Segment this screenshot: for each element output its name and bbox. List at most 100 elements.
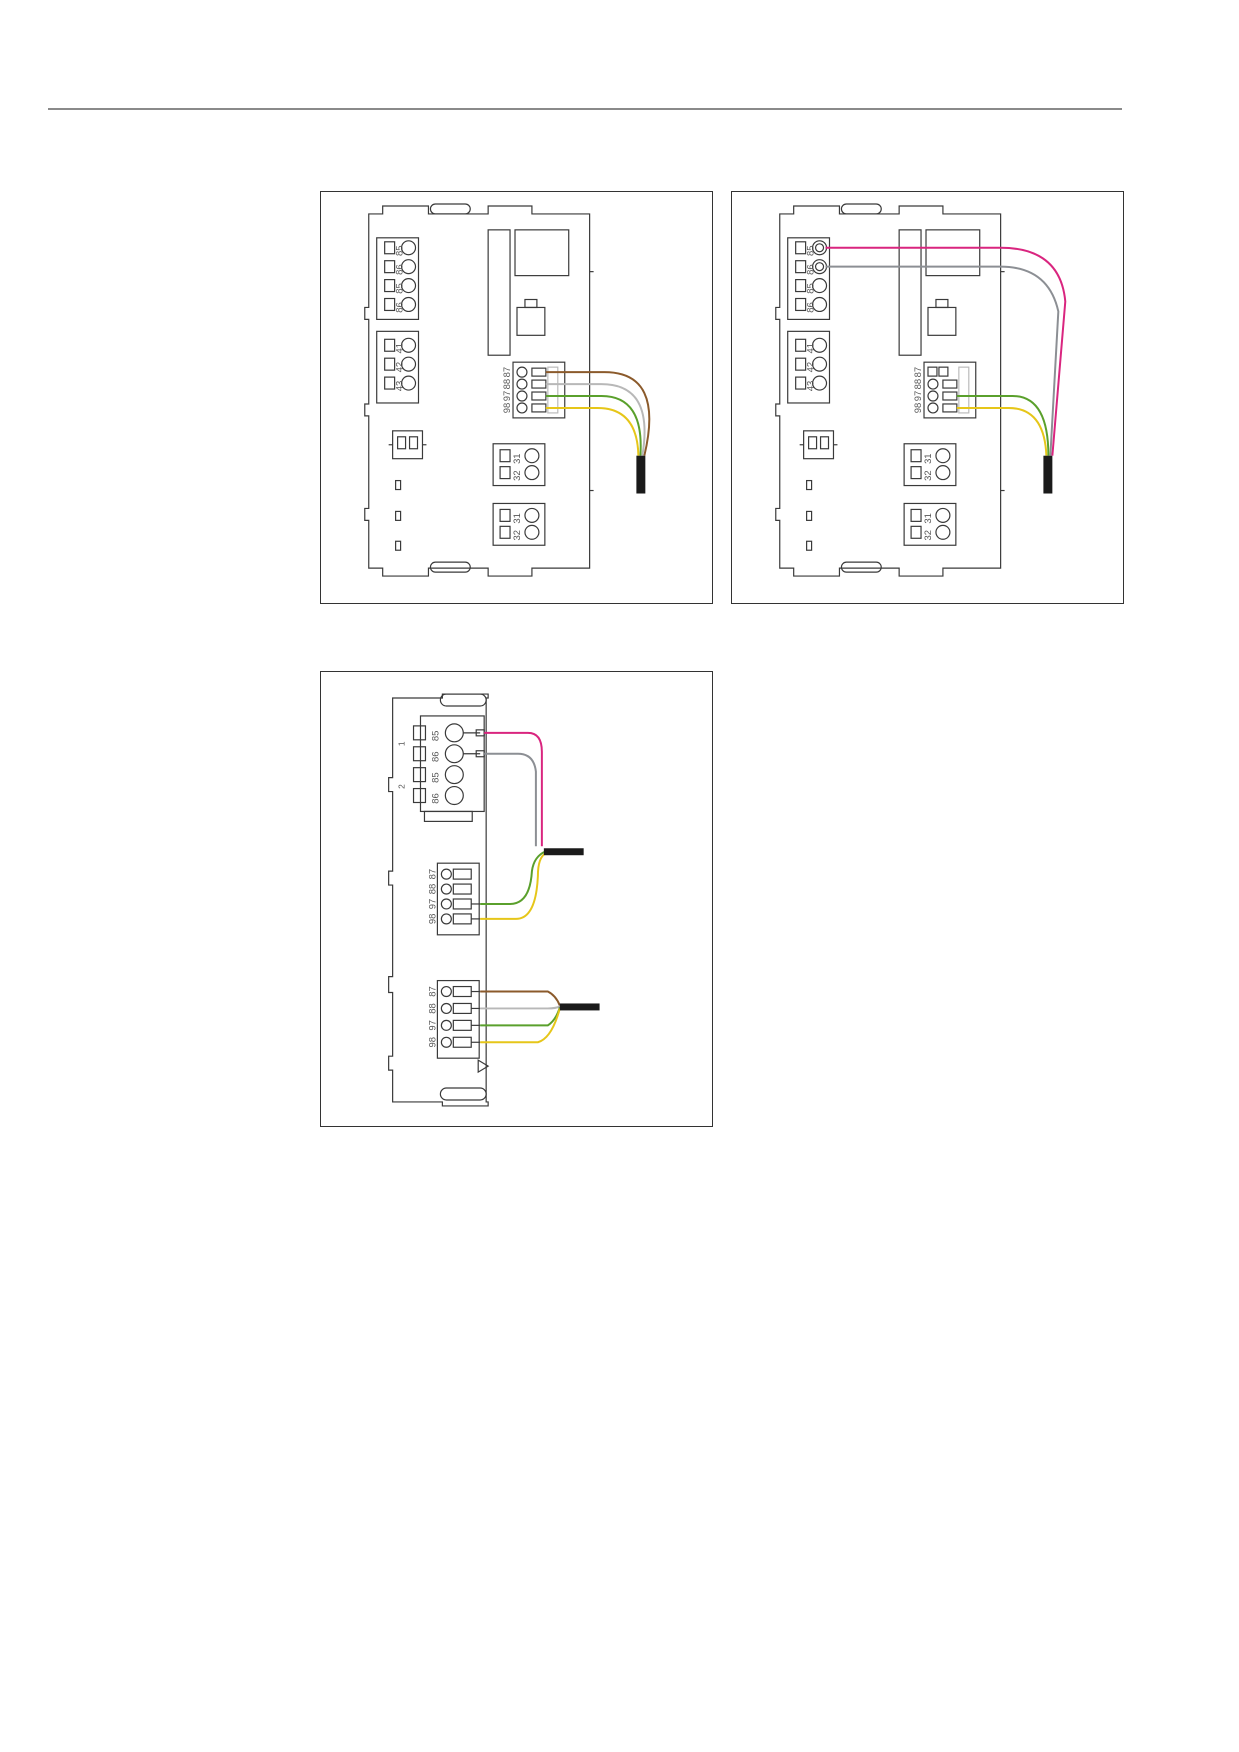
label-43: 43 (395, 381, 406, 392)
label-85a: 85 (806, 246, 817, 257)
wire-yellow (545, 406, 640, 456)
wire-pink (484, 731, 543, 847)
led-2 (806, 510, 813, 521)
bottom-clip (439, 1087, 487, 1101)
terminal-block-31-32-upper (903, 443, 957, 487)
top-clip (840, 203, 882, 215)
label-32-lower: 32 (923, 530, 934, 541)
label-88: 88 (913, 379, 924, 390)
group-mark-2: 2 (397, 784, 407, 789)
terminal-block-relay-upper (436, 862, 480, 936)
label-31-upper: 31 (923, 453, 934, 464)
label-98: 98 (913, 403, 924, 414)
led-3 (806, 540, 813, 551)
label-86b: 86 (430, 793, 441, 804)
label-98: 98 (502, 403, 513, 414)
terminal-block-41-43 (376, 330, 420, 404)
label-31-lower: 31 (512, 513, 523, 524)
wire-yellow (956, 406, 1048, 456)
panel-b-drawing: 85 86 85 86 41 42 43 98 97 88 87 31 32 3… (775, 203, 1067, 577)
label-43: 43 (806, 381, 817, 392)
label-85a: 85 (395, 246, 406, 257)
wire-green (480, 850, 547, 905)
group-mark-1: 1 (397, 741, 407, 746)
top-clip (429, 203, 471, 215)
led-3 (395, 540, 402, 551)
card-slot (898, 229, 922, 356)
terminal-block-85-86 (787, 237, 831, 320)
label-31-lower: 31 (923, 513, 934, 524)
label-88-lower: 88 (427, 1003, 438, 1014)
wire-brown (545, 371, 651, 456)
label-31-upper: 31 (512, 453, 523, 464)
wire-white (480, 1005, 561, 1010)
display-module (925, 229, 981, 277)
wire-brown (480, 990, 561, 1006)
label-97-lower: 97 (427, 1020, 438, 1031)
terminal-block-relay-lower (436, 979, 480, 1059)
label-87: 87 (913, 367, 924, 378)
label-86b: 86 (395, 302, 406, 313)
wire-grey (484, 752, 537, 847)
bottom-clip (429, 561, 471, 573)
label-32-upper: 32 (512, 470, 523, 481)
device-housing (364, 205, 591, 577)
terminal-block-31-32-lower (903, 502, 957, 546)
label-86b: 86 (806, 302, 817, 313)
wire-grey (825, 265, 1060, 456)
cable-sheath-upper (543, 848, 584, 856)
label-97: 97 (913, 391, 924, 402)
label-32-lower: 32 (512, 530, 523, 541)
terminal-block-31-32-upper (492, 443, 546, 487)
rj-socket (927, 306, 957, 336)
wire-yellow-2 (480, 1008, 561, 1044)
led-2 (395, 510, 402, 521)
wiring-diagram-panel-a: 85 86 85 86 41 42 43 98 97 88 87 31 32 3… (320, 191, 713, 604)
label-42: 42 (806, 362, 817, 373)
card-slot (487, 229, 511, 356)
terminal-block-31-32-lower (492, 502, 546, 546)
label-86a: 86 (806, 264, 817, 275)
rj-socket (516, 306, 546, 336)
cable-sheath-lower (559, 1003, 600, 1011)
cable-sheath (636, 455, 646, 494)
label-41: 41 (395, 343, 406, 354)
label-98-lower: 98 (427, 1037, 438, 1048)
label-97: 97 (502, 391, 513, 402)
led-1 (395, 479, 402, 491)
terminal-block-relay (512, 361, 566, 419)
label-88: 88 (502, 379, 513, 390)
terminal-block-85-86 (376, 237, 420, 320)
top-clip (439, 693, 487, 707)
small-plug (803, 430, 835, 460)
panel-c-drawing: 85 86 85 86 1 2 98 97 88 87 98 97 88 87 (388, 693, 600, 1107)
label-88-upper: 88 (427, 884, 438, 895)
wiring-diagram-panel-c: 85 86 85 86 1 2 98 97 88 87 98 97 88 87 (320, 671, 713, 1127)
label-85a: 85 (430, 731, 441, 742)
label-87-upper: 87 (427, 869, 438, 880)
label-41: 41 (806, 343, 817, 354)
panel-a-drawing: 85 86 85 86 41 42 43 98 97 88 87 31 32 3… (364, 203, 651, 577)
label-98-upper: 98 (427, 914, 438, 925)
wire-green-2 (480, 1007, 561, 1027)
cable-sheath (1043, 455, 1053, 494)
terminal-block-relay (923, 361, 977, 419)
wire-white (545, 383, 646, 456)
led-1 (806, 479, 813, 491)
device-housing (775, 205, 1002, 577)
label-97-upper: 97 (427, 899, 438, 910)
header-rule (48, 108, 1122, 110)
wire-green (956, 395, 1050, 456)
wire-yellow (480, 852, 547, 920)
terminal-block-41-43 (787, 330, 831, 404)
device-housing (388, 693, 489, 1107)
bottom-clip (840, 561, 882, 573)
label-32-upper: 32 (923, 470, 934, 481)
wire-pink (825, 246, 1067, 456)
label-87-lower: 87 (427, 986, 438, 997)
label-85b: 85 (395, 283, 406, 294)
label-87: 87 (502, 367, 513, 378)
wiring-diagram-panel-b: 85 86 85 86 41 42 43 98 97 88 87 31 32 3… (731, 191, 1124, 604)
label-86a: 86 (395, 264, 406, 275)
label-42: 42 (395, 362, 406, 373)
